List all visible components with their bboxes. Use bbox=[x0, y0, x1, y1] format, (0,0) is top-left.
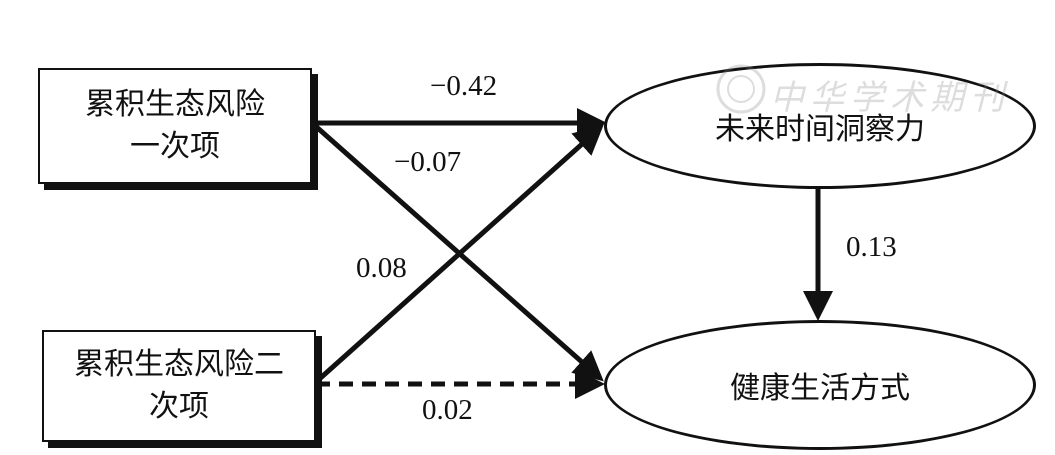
node-risk-quadratic: 累积生态风险二 次项 bbox=[42, 330, 316, 442]
node-risk-linear: 累积生态风险 一次项 bbox=[38, 68, 312, 184]
watermark-text: 中华学术期刊 bbox=[770, 78, 1010, 118]
coef-linear-to-health: −0.07 bbox=[394, 146, 462, 178]
coef-linear-to-future: −0.42 bbox=[430, 70, 498, 102]
coef-future-to-health: 0.13 bbox=[846, 231, 897, 263]
watermark: 中华学术期刊 bbox=[712, 60, 1004, 118]
node-risk-linear-label: 累积生态风险 一次项 bbox=[85, 87, 265, 164]
node-future-insight-label: 未来时间洞察力 bbox=[715, 112, 925, 147]
node-future-insight: 未来时间洞察力 bbox=[604, 63, 1036, 189]
path-arrow-quadratic-to-future bbox=[314, 124, 604, 384]
node-risk-quadratic-label: 累积生态风险二 次项 bbox=[74, 347, 284, 424]
node-healthy-lifestyle-label: 健康生活方式 bbox=[730, 371, 910, 406]
path-arrow-linear-to-health bbox=[310, 121, 604, 382]
coef-quadratic-to-future: 0.08 bbox=[356, 252, 407, 284]
coef-quadratic-to-health: 0.02 bbox=[422, 394, 473, 426]
node-healthy-lifestyle: 健康生活方式 bbox=[604, 320, 1036, 450]
watermark-seal-icon bbox=[716, 64, 766, 114]
